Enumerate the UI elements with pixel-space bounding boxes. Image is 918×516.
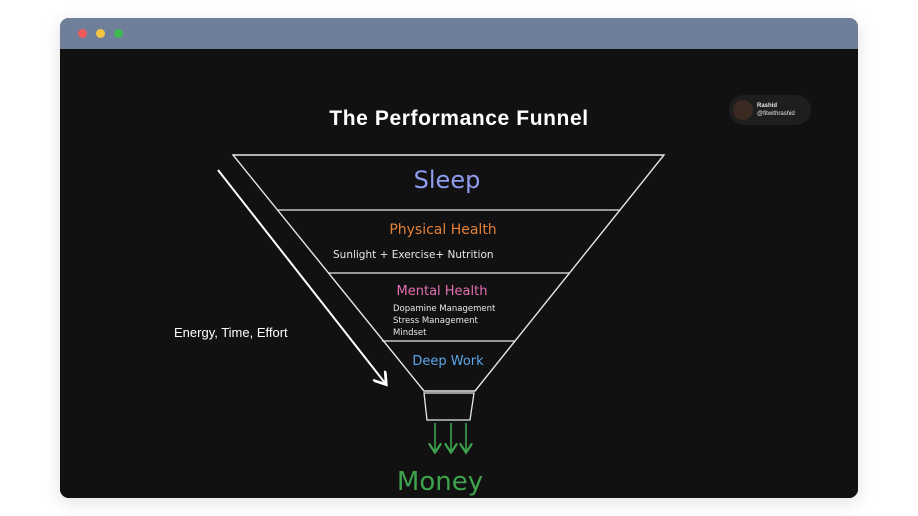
level-mental-health-label: Mental Health xyxy=(397,284,488,299)
level-mental-health-sub-2: Stress Management xyxy=(393,316,478,326)
level-deep-work-label: Deep Work xyxy=(412,354,484,369)
level-mental-health-sub-3: Mindset xyxy=(393,328,427,338)
profile-handle: @fitwithrashid xyxy=(757,111,795,117)
level-physical-health-label: Physical Health xyxy=(389,222,496,238)
level-physical-health-sub: Sunlight + Exercise+ Nutrition xyxy=(333,249,494,261)
profile-badge: Rashid @fitwithrashid xyxy=(729,95,811,125)
energy-time-effort-label: Energy, Time, Effort xyxy=(174,325,288,340)
profile-name: Rashid xyxy=(757,103,778,109)
minimize-window-dot[interactable] xyxy=(96,29,105,38)
maximize-window-dot[interactable] xyxy=(114,29,123,38)
funnel-spout xyxy=(423,392,475,421)
energy-arrow xyxy=(217,169,385,383)
level-sleep-label: Sleep xyxy=(414,166,481,194)
diagram-canvas: The Performance Funnel Rashid @fitwithra… xyxy=(60,49,858,498)
performance-funnel-diagram: Sleep Physical Health Sunlight + Exercis… xyxy=(217,154,666,497)
window-titlebar xyxy=(60,18,858,49)
funnel-outline xyxy=(231,154,666,392)
browser-window: The Performance Funnel Rashid @fitwithra… xyxy=(60,18,858,498)
level-mental-health-sub-1: Dopamine Management xyxy=(393,304,496,314)
money-label: Money xyxy=(397,467,483,497)
avatar xyxy=(733,100,753,120)
close-window-dot[interactable] xyxy=(78,29,87,38)
page-title: The Performance Funnel xyxy=(329,107,589,130)
